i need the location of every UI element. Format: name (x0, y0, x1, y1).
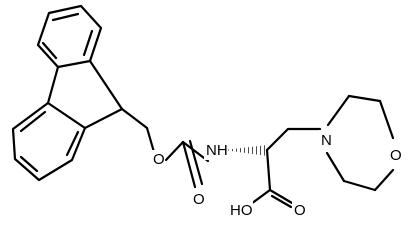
nh-label: NH (206, 142, 228, 159)
amino-acid-backbone (224, 127, 322, 209)
morpholine-oxygen-label: O (390, 147, 402, 164)
atom-labels: O NH O N O HO O (151, 130, 404, 219)
fluorene-top-ring (36, 4, 103, 69)
ester-oxygen-label: O (153, 151, 165, 168)
morpholine-nitrogen-label: N (321, 132, 332, 149)
chemical-structure-diagram: O NH O N O HO O (11, 4, 404, 219)
acid-oxygen-label: O (294, 202, 306, 219)
acid-hydroxyl-label: HO (230, 202, 253, 219)
fmoc-linker (120, 107, 210, 189)
stereo-hashed-bond (224, 145, 267, 156)
fluorene-five-membered-ring (46, 59, 124, 130)
carbonyl-oxygen-label: O (193, 191, 205, 208)
fluorene-bottom-ring (11, 101, 87, 182)
morpholine-ring (325, 94, 395, 192)
